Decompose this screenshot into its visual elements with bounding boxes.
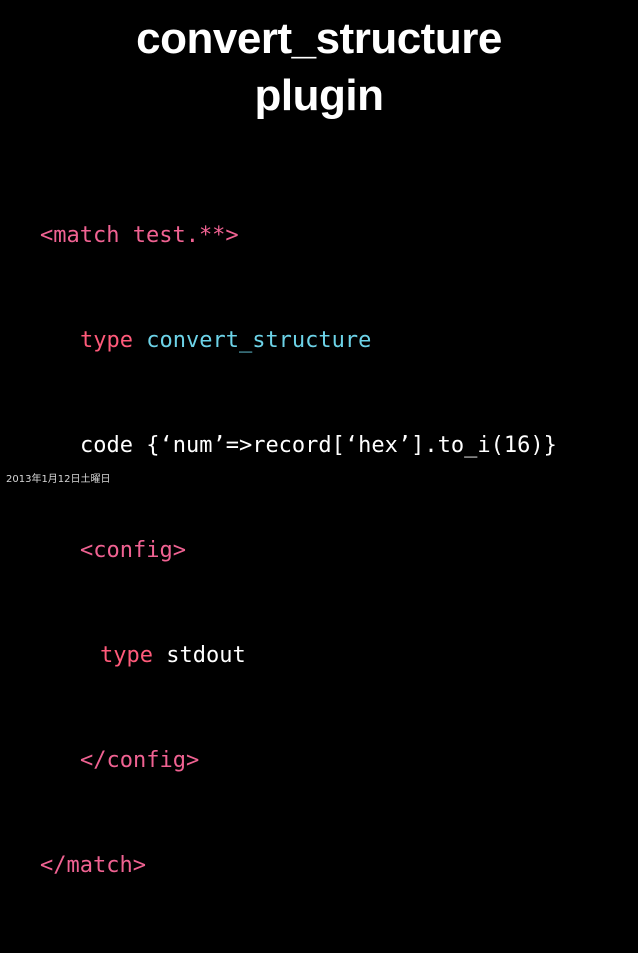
code-match-close-tag: </match> bbox=[40, 853, 146, 878]
code-nested-type-value: stdout bbox=[166, 643, 246, 668]
space bbox=[133, 433, 146, 458]
code-type-key: type bbox=[80, 328, 133, 353]
space bbox=[153, 643, 166, 668]
code-line-4: <config> bbox=[40, 533, 600, 568]
code-line-6: </config> bbox=[40, 743, 600, 778]
code-match-open-tag: <match test.**> bbox=[40, 223, 239, 248]
space bbox=[133, 328, 146, 353]
code-line-3: code {‘num’=>record[‘hex’].to_i(16)} bbox=[40, 428, 600, 463]
slide-canvas: convert_structure plugin <match test.**>… bbox=[0, 10, 638, 878]
code-code-value: {‘num’=>record[‘hex’].to_i(16)} bbox=[146, 433, 557, 458]
code-config-open-tag: <config> bbox=[80, 538, 186, 563]
page-title: convert_structure plugin bbox=[0, 10, 638, 124]
code-line-2: type convert_structure bbox=[40, 323, 600, 358]
code-line-5: type stdout bbox=[40, 638, 600, 673]
code-block: <match test.**> type convert_structure c… bbox=[40, 148, 600, 953]
page-title-line-2: plugin bbox=[254, 71, 384, 120]
code-type-value: convert_structure bbox=[146, 328, 372, 353]
code-config-close-tag: </config> bbox=[80, 748, 200, 773]
slide-footer-date: 2013年1月12日土曜日 bbox=[6, 474, 111, 485]
code-nested-type-key: type bbox=[100, 643, 153, 668]
page-title-line-1: convert_structure bbox=[136, 14, 502, 63]
code-line-7: </match> bbox=[40, 848, 600, 883]
code-code-key: code bbox=[80, 433, 133, 458]
code-line-1: <match test.**> bbox=[40, 218, 600, 253]
